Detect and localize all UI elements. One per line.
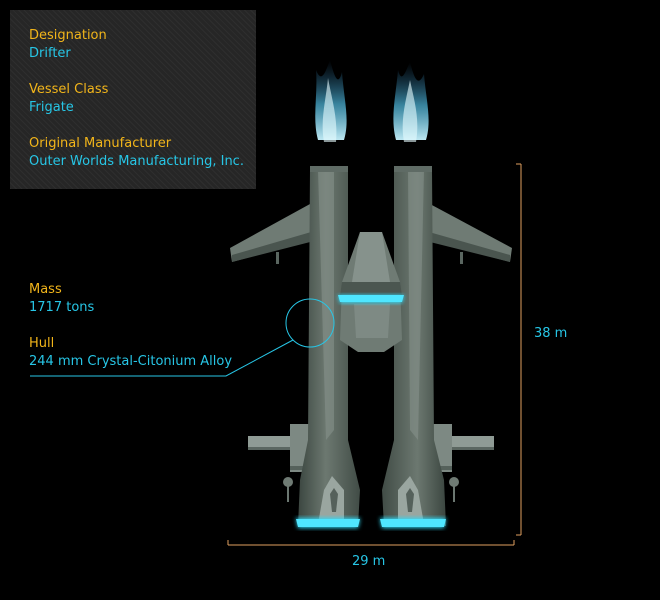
- height-dimension-label: 38 m: [534, 326, 568, 341]
- ship-info-panel: Designation Drifter Vessel Class Frigate…: [10, 10, 256, 189]
- nacelle-left: [298, 166, 360, 526]
- nacelle-right: [382, 166, 446, 526]
- wing-left: [230, 204, 318, 264]
- hull-value: 244 mm Crystal-Citonium Alloy: [29, 354, 233, 369]
- designation-label: Designation: [29, 28, 107, 43]
- mass-label: Mass: [29, 282, 62, 297]
- wing-right: [422, 204, 512, 264]
- vessel-class-label: Vessel Class: [29, 82, 109, 97]
- width-dimension-line: [227, 540, 515, 546]
- exhaust-plume-right: [393, 62, 429, 142]
- engine-glow-right: [380, 518, 446, 528]
- hull-label: Hull: [29, 336, 55, 351]
- engine-glow-left: [296, 518, 360, 528]
- engine-glow-cockpit: [338, 295, 404, 303]
- manufacturer-label: Original Manufacturer: [29, 136, 172, 151]
- designation-value: Drifter: [29, 46, 71, 61]
- vessel-class-value: Frigate: [29, 100, 74, 115]
- mass-value: 1717 tons: [29, 300, 95, 315]
- exhaust-plume-left: [315, 60, 347, 142]
- height-dimension-line: [516, 163, 522, 536]
- hull-callout: [30, 298, 335, 377]
- manufacturer-value: Outer Worlds Manufacturing, Inc.: [29, 154, 244, 169]
- width-dimension-label: 29 m: [352, 554, 386, 569]
- central-cockpit: [340, 232, 402, 352]
